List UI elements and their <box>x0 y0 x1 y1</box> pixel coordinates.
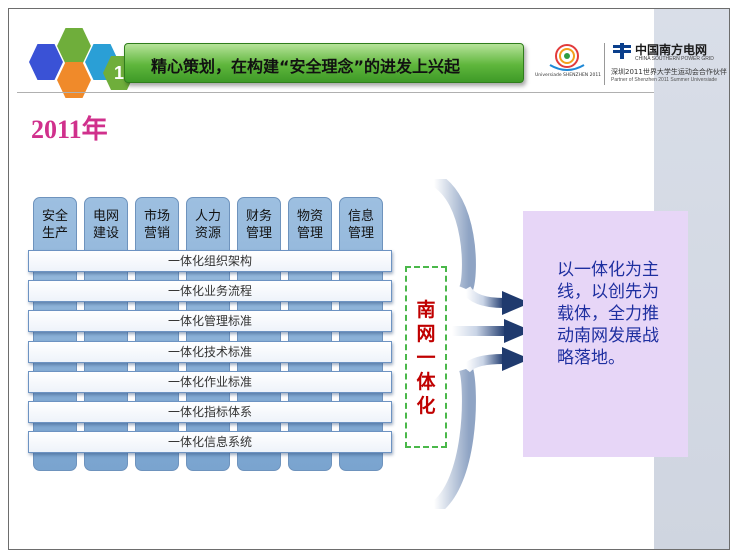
column-label: 安全 生产 <box>41 209 68 241</box>
partner-text-en: Partner of Shenzhen 2011 Summer Universi… <box>611 77 718 83</box>
csg-name-cn: 中国南方电网 <box>635 43 708 57</box>
integration-label-char: 南 <box>416 299 436 321</box>
result-text: 以一体化为主线，以创先为载体，全力推动南网发展战略落地。 <box>557 260 659 368</box>
arrow-middle-head <box>504 319 532 343</box>
column-label: 物资 管理 <box>296 209 323 241</box>
integration-row: 一体化业务流程 <box>28 280 392 302</box>
integration-row: 一体化组织架构 <box>28 250 392 272</box>
integration-row: 一体化技术标准 <box>28 341 392 363</box>
column-safety-production: 安全 生产 <box>33 197 77 471</box>
converging-arrows <box>429 179 532 509</box>
universiade-logo-icon <box>549 44 585 71</box>
column-finance: 财务 管理 <box>237 197 281 471</box>
integration-label-char: 体 <box>416 371 436 393</box>
result-box: 以一体化为主线，以创先为载体，全力推动南网发展战略落地。 <box>523 211 688 457</box>
csg-logo-icon <box>613 43 631 59</box>
arrow-lower <box>462 354 505 373</box>
integration-label-char: 一 <box>416 347 436 369</box>
column-information: 信息 管理 <box>339 197 383 471</box>
integration-row: 一体化指标体系 <box>28 401 392 423</box>
header-divider <box>17 92 654 93</box>
integration-label-char: 化 <box>416 395 436 417</box>
column-grid-construction: 电网 建设 <box>84 197 128 471</box>
universiade-logo-text: Universiade SHENZHEN 2011 <box>534 73 602 78</box>
hexagon-icon <box>57 28 91 64</box>
hexagon-icon <box>29 44 63 80</box>
column-human-resources: 人力 资源 <box>186 197 230 471</box>
year-heading: 2011年 <box>31 115 108 144</box>
integration-row: 一体化管理标准 <box>28 310 392 332</box>
column-label: 人力 资源 <box>194 209 221 241</box>
slide: 1 精心策划，在构建“安全理念”的进发上兴起 Universiade SHENZ… <box>8 8 730 550</box>
column-label: 信息 管理 <box>347 209 374 241</box>
integration-row: 一体化信息系统 <box>28 431 392 453</box>
column-marketing: 市场 营销 <box>135 197 179 471</box>
csg-name-en: CHINA SOUTHERN POWER GRID <box>635 56 714 62</box>
curved-bracket-bottom <box>429 366 476 509</box>
column-label: 市场 营销 <box>143 209 170 241</box>
integration-row: 一体化作业标准 <box>28 371 392 393</box>
column-label: 电网 建设 <box>92 209 119 241</box>
integration-label-box: 南网一体化 <box>405 266 447 448</box>
curved-bracket-top <box>430 179 476 292</box>
partner-text-cn: 深圳2011世界大学生运动会合作伙伴 <box>611 68 727 76</box>
arrow-upper <box>461 286 505 308</box>
arrow-upper-head <box>502 291 530 315</box>
integration-label-char: 网 <box>416 323 436 345</box>
arrow-lower-head <box>502 347 530 371</box>
arrow-middle-shaft <box>452 326 506 336</box>
logo-divider <box>604 43 605 85</box>
integration-label: 南网一体化 <box>407 298 445 418</box>
page-title: 精心策划，在构建“安全理念”的进发上兴起 <box>151 57 461 76</box>
column-label: 财务 管理 <box>245 209 272 241</box>
column-materials: 物资 管理 <box>288 197 332 471</box>
title-bar: 精心策划，在构建“安全理念”的进发上兴起 <box>124 43 524 83</box>
